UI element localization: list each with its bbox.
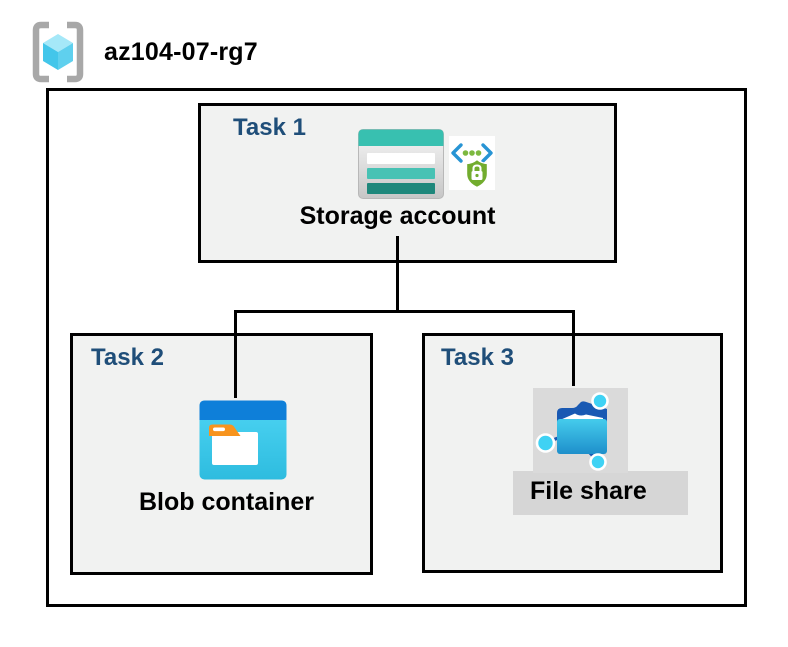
file-share-label: File share <box>530 477 647 505</box>
file-share-icon <box>533 388 628 473</box>
folder-body <box>212 432 258 465</box>
node-bottom <box>589 453 607 471</box>
task2-label: Task 2 <box>91 344 164 371</box>
task2-box: Task 2 Blob container <box>70 333 373 575</box>
storage-top-bar <box>358 129 444 146</box>
connector-storage-trunk <box>396 236 399 313</box>
task1-label: Task 1 <box>233 114 306 141</box>
storage-row-dark-teal <box>367 183 435 194</box>
storage-row-white <box>367 153 435 164</box>
task3-box: Task 3 File share <box>422 333 723 573</box>
blob-container-icon <box>199 400 287 480</box>
task1-box: Task 1 Storage account <box>198 103 617 263</box>
lock-keyhole <box>475 173 479 178</box>
node-left <box>535 433 556 453</box>
connector-to-blob-container <box>234 310 237 398</box>
task3-label: Task 3 <box>441 344 514 371</box>
folder-tab-slot <box>213 427 225 432</box>
code-bracket-right <box>481 143 493 163</box>
connector-branch-horizontal <box>234 310 575 313</box>
code-bracket-left <box>451 143 463 163</box>
bracket-left <box>32 21 49 83</box>
blob-container-label: Blob container <box>138 488 314 516</box>
node-top <box>591 392 609 410</box>
resource-group-name: az104-07-rg7 <box>104 38 258 66</box>
file-share-label-band: File share <box>513 471 688 515</box>
secure-code-shield-icon <box>449 136 495 190</box>
bracket-right <box>67 21 84 83</box>
storage-row-teal <box>367 168 435 179</box>
blob-title-bar <box>199 400 287 420</box>
connector-to-file-share <box>572 310 575 386</box>
storage-account-icon <box>358 129 444 199</box>
resource-group-icon <box>32 21 84 83</box>
folder-tab-orange <box>209 424 241 436</box>
folder-front <box>557 419 607 454</box>
cube-icon <box>43 34 73 70</box>
storage-account-label: Storage account <box>299 202 496 230</box>
lock-shackle <box>472 164 482 171</box>
